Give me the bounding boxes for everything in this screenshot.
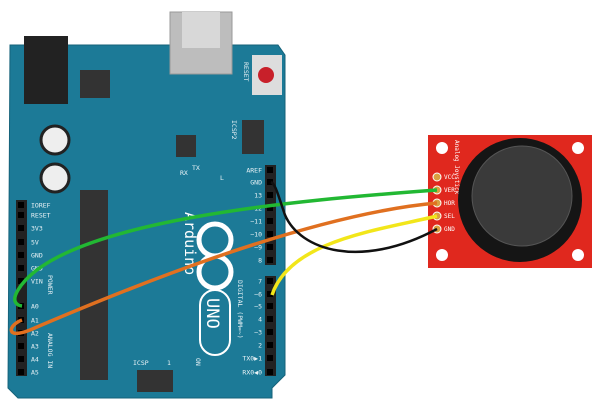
pin-label: ~6	[254, 291, 262, 299]
icsp2-header	[242, 120, 264, 154]
pin-ioref[interactable]	[18, 202, 24, 208]
joystick-knob[interactable]	[471, 145, 573, 247]
pin-d[interactable]	[267, 231, 273, 237]
pin-label: 7	[258, 278, 262, 286]
capacitor	[39, 124, 71, 156]
pin-label: ~5	[254, 303, 262, 311]
pin-label: GND	[31, 252, 43, 260]
digital-label: DIGITAL (PWM=~)	[236, 280, 244, 339]
pin-d[interactable]	[267, 355, 273, 361]
wire-ver-a0[interactable]	[13, 188, 438, 308]
joystick-pin-label: VER	[444, 187, 455, 194]
pin-a3[interactable]	[18, 343, 24, 349]
arduino-logo-text: Arduino	[181, 212, 199, 275]
pin-d[interactable]	[267, 369, 273, 375]
pin-label: VIN	[31, 278, 43, 286]
pin-d[interactable]	[267, 257, 273, 263]
joystick-pin-label: SEL	[444, 213, 455, 220]
joystick-pin-label: VCC	[444, 174, 455, 181]
right-header-upper	[265, 165, 276, 265]
on-label: ON	[194, 358, 202, 366]
pin-label: A1	[31, 317, 39, 325]
power-jack	[24, 36, 68, 104]
pin-label: GND	[250, 179, 262, 187]
tx-label: TX	[192, 164, 200, 172]
pin-label: AREF	[246, 167, 262, 175]
pin-label: 4	[258, 316, 262, 324]
pin-label: 5V	[31, 239, 39, 247]
pin-a5[interactable]	[18, 369, 24, 375]
pin-label: A5	[31, 369, 39, 377]
icsp2-label: ICSP2	[230, 120, 238, 140]
joystick-pin-label: HOR	[444, 200, 455, 207]
wires	[9, 180, 438, 336]
voltage-regulator	[80, 70, 110, 98]
analog-label: ANALOG IN	[46, 333, 54, 368]
pin-a4[interactable]	[18, 356, 24, 362]
power-label: POWER	[46, 275, 54, 295]
pin-label: A2	[31, 330, 39, 338]
pin-d[interactable]	[267, 329, 273, 335]
pin-label: RESET	[31, 212, 51, 220]
pin-label: 13	[254, 192, 262, 200]
uno-label: UNO	[202, 298, 222, 329]
pin-d[interactable]	[267, 291, 273, 297]
pin-d[interactable]	[267, 218, 273, 224]
wire-hor-a1[interactable]	[9, 201, 438, 336]
pin-label: ~11	[250, 218, 262, 226]
pin-d[interactable]	[267, 179, 273, 185]
pin-d[interactable]	[267, 244, 273, 250]
pin-d[interactable]	[267, 192, 273, 198]
pin-d[interactable]	[267, 205, 273, 211]
microcontroller-chip	[80, 190, 108, 380]
pin-3v3[interactable]	[18, 225, 24, 231]
right-header-lower	[265, 276, 276, 376]
wire-sel-d4[interactable]	[270, 214, 438, 296]
wire-gnd-gnd[interactable]	[270, 180, 438, 253]
joystick-title: Analog Joystick	[453, 140, 460, 195]
pin-gnd[interactable]	[18, 252, 24, 258]
pin-d[interactable]	[267, 316, 273, 322]
pin-label: 3V3	[31, 225, 43, 233]
joystick-pin-label: GND	[444, 226, 455, 233]
rx-label: RX	[180, 169, 188, 177]
joystick-pin-vcc[interactable]	[432, 172, 442, 182]
pin-label: ~3	[254, 329, 262, 337]
pin-gnd[interactable]	[18, 265, 24, 271]
capacitor	[39, 162, 71, 194]
icsp-label: ICSP	[133, 359, 149, 367]
pin-d[interactable]	[267, 342, 273, 348]
pin-label: 8	[258, 257, 262, 265]
icsp-header	[137, 370, 173, 392]
pin-5v[interactable]	[18, 239, 24, 245]
pin-label: A4	[31, 356, 39, 364]
pin-label: IOREF	[31, 202, 51, 210]
pin-d[interactable]	[267, 303, 273, 309]
pin-label: A0	[31, 303, 39, 311]
pin-label: TX0▶1	[242, 355, 262, 363]
pin-vin[interactable]	[18, 278, 24, 284]
joystick-module: Analog Joystick VCC VER HOR SEL GND	[428, 135, 592, 268]
pin-label: ~10	[250, 231, 262, 239]
pin-d[interactable]	[267, 278, 273, 284]
left-header	[16, 200, 27, 376]
pin-d[interactable]	[267, 167, 273, 173]
icsp-pin1-label: 1	[167, 359, 171, 367]
pin-label: RX0◀0	[242, 369, 262, 377]
arduino-board: RESET ICSP2 RX TX L Arduino UNO ICSP 1 O…	[7, 11, 286, 399]
pin-label: A3	[31, 343, 39, 351]
pin-label: ~9	[254, 244, 262, 252]
pin-label: 2	[258, 342, 262, 350]
l-label: L	[220, 174, 224, 182]
reset-label: RESET	[242, 62, 250, 82]
pin-reset[interactable]	[18, 212, 24, 218]
